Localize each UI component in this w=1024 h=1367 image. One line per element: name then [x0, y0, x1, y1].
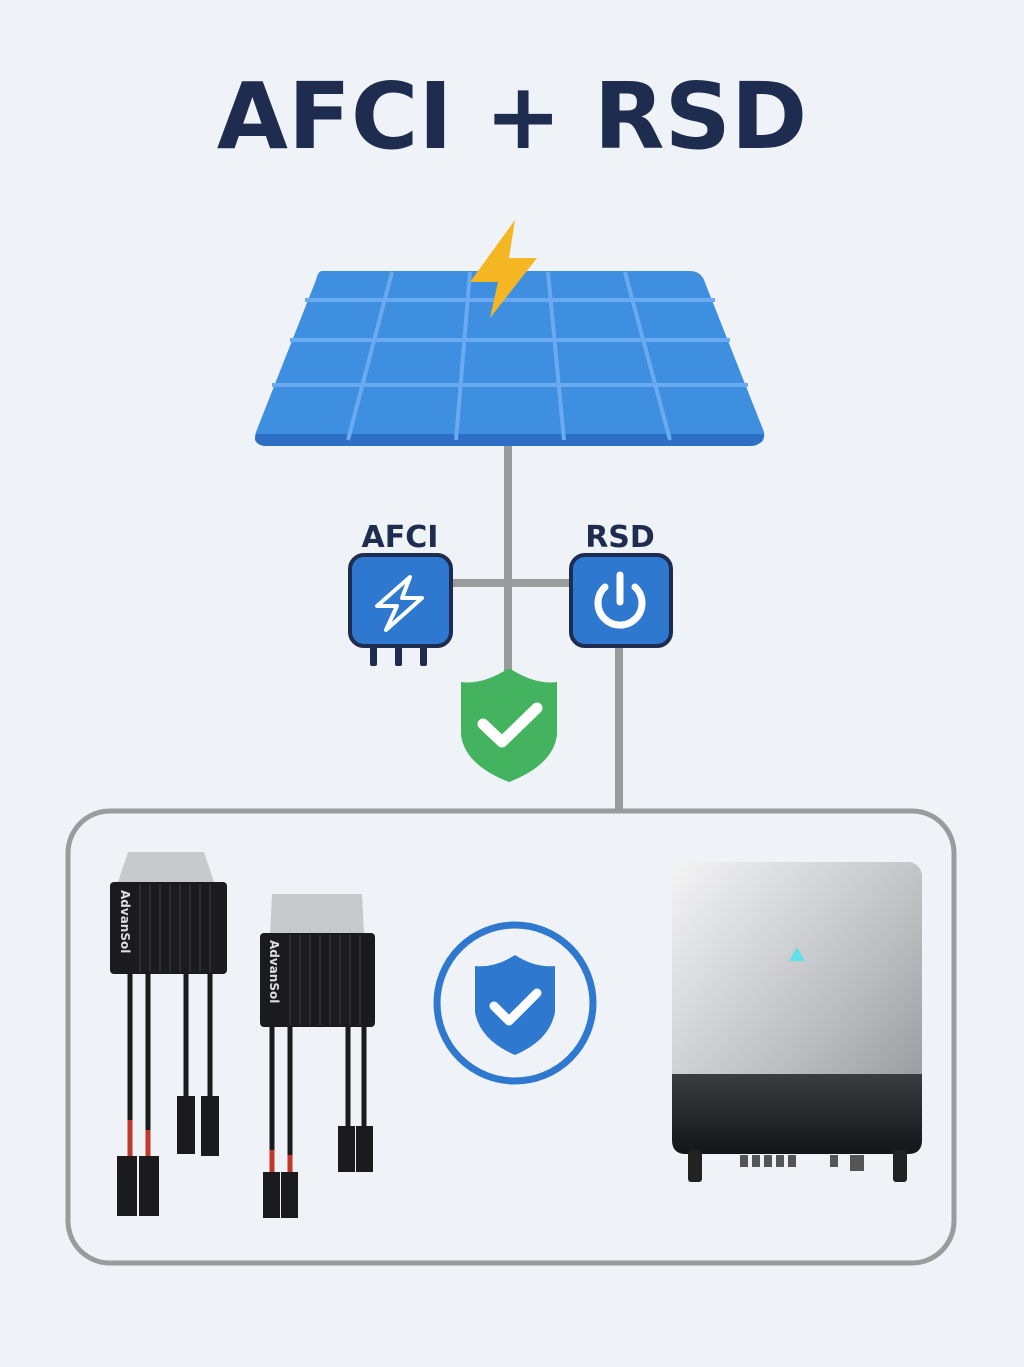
shield-check-circle-icon [433, 921, 597, 1085]
system-box [65, 808, 957, 1266]
brand-label: AdvanSol [267, 940, 281, 1003]
connection-lines [450, 446, 623, 810]
brand-label: AdvanSol [118, 890, 132, 953]
optimizer-small: AdvanSol [260, 894, 375, 1218]
solar-panel [255, 271, 765, 446]
shield-check-icon [461, 668, 557, 782]
power-icon [569, 553, 673, 648]
inverter [672, 862, 922, 1182]
lightning-icon [470, 220, 537, 318]
optimizer-large: AdvanSol [110, 852, 227, 1216]
afci-chip-icon [348, 553, 453, 666]
page-title: AFCI + RSD [217, 63, 807, 170]
rsd-label: RSD [585, 520, 655, 555]
afci-label: AFCI [362, 520, 439, 555]
